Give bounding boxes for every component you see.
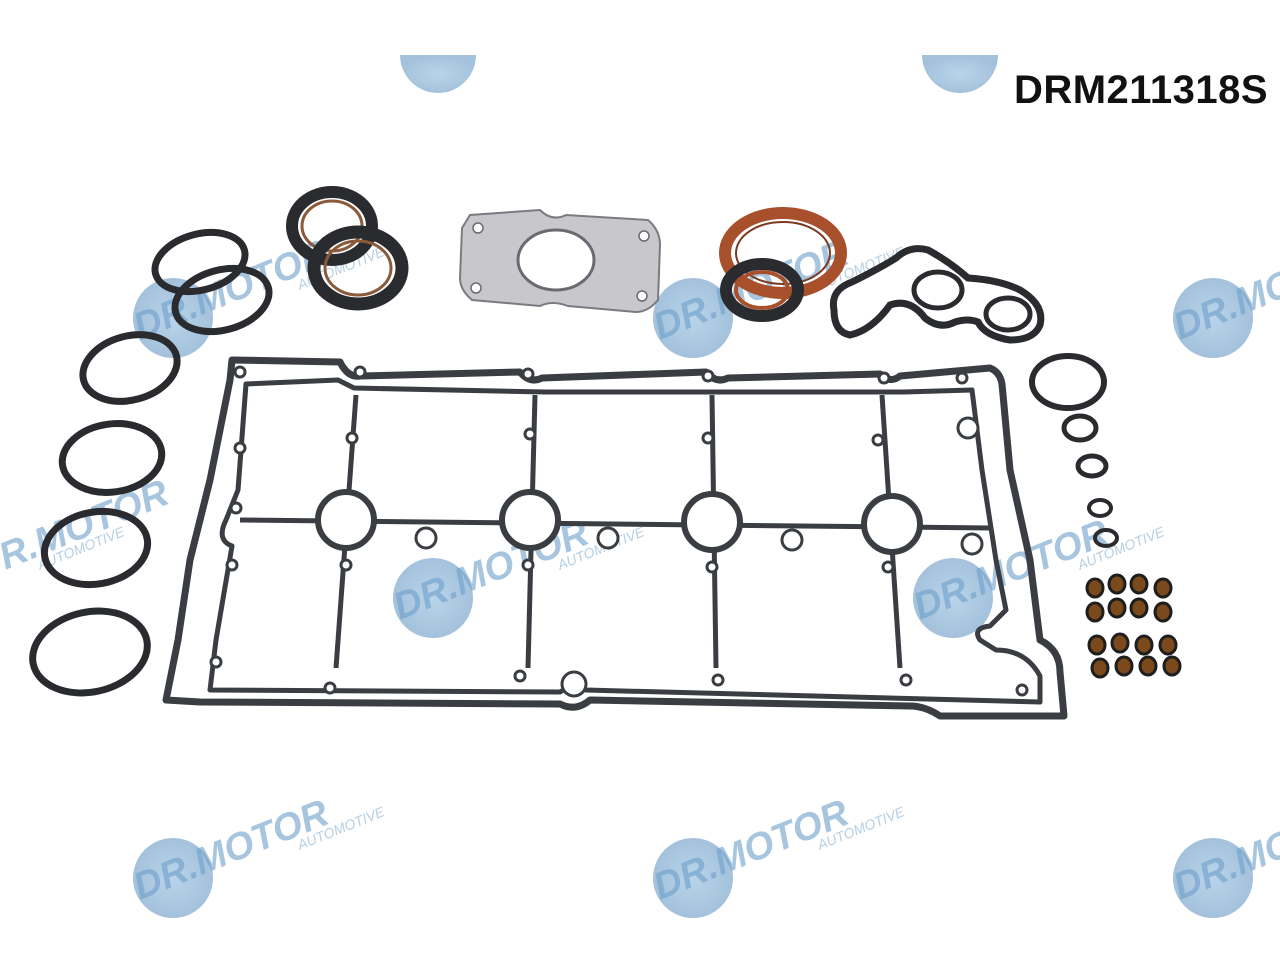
camshaft-oil-seals bbox=[286, 186, 409, 311]
intake-o-rings bbox=[29, 228, 273, 697]
crankshaft-seals bbox=[719, 207, 847, 322]
valve-cover-gasket bbox=[162, 356, 1068, 720]
small-o-rings bbox=[1029, 353, 1119, 548]
valve-stem-seals bbox=[1085, 573, 1182, 679]
part-number-label: DRM211318S bbox=[1013, 68, 1268, 112]
oil-filter-housing-gasket bbox=[829, 245, 1045, 344]
watermark-discs bbox=[133, 55, 1253, 918]
exhaust-flange-gasket bbox=[458, 208, 662, 314]
